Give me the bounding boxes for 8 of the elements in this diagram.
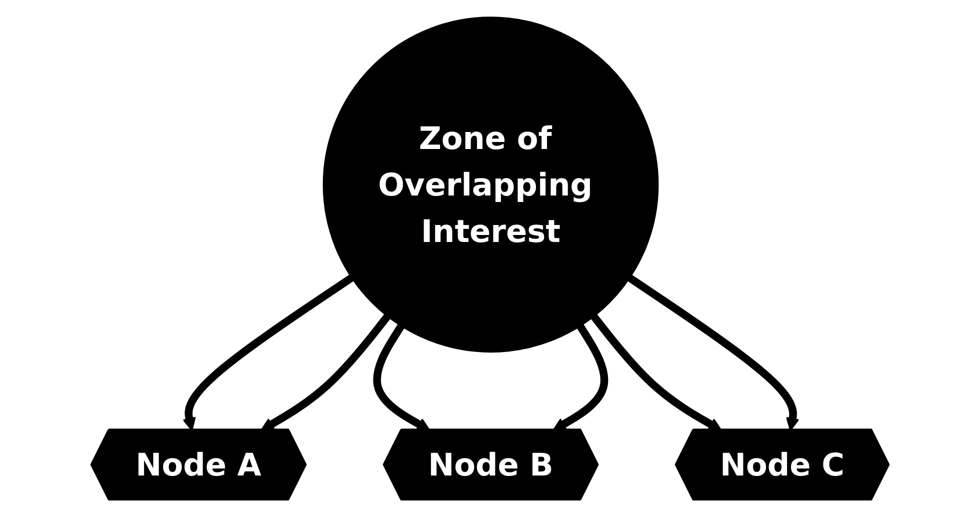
arrow [182, 274, 354, 431]
arrow [260, 314, 391, 431]
arrow [552, 324, 608, 431]
arrow [627, 274, 800, 431]
node-circle [322, 16, 659, 353]
flowchart: Zone of Overlapping Interest Node A Node B Node C [5, 5, 975, 512]
arrow [590, 314, 722, 431]
arrow [373, 324, 430, 431]
